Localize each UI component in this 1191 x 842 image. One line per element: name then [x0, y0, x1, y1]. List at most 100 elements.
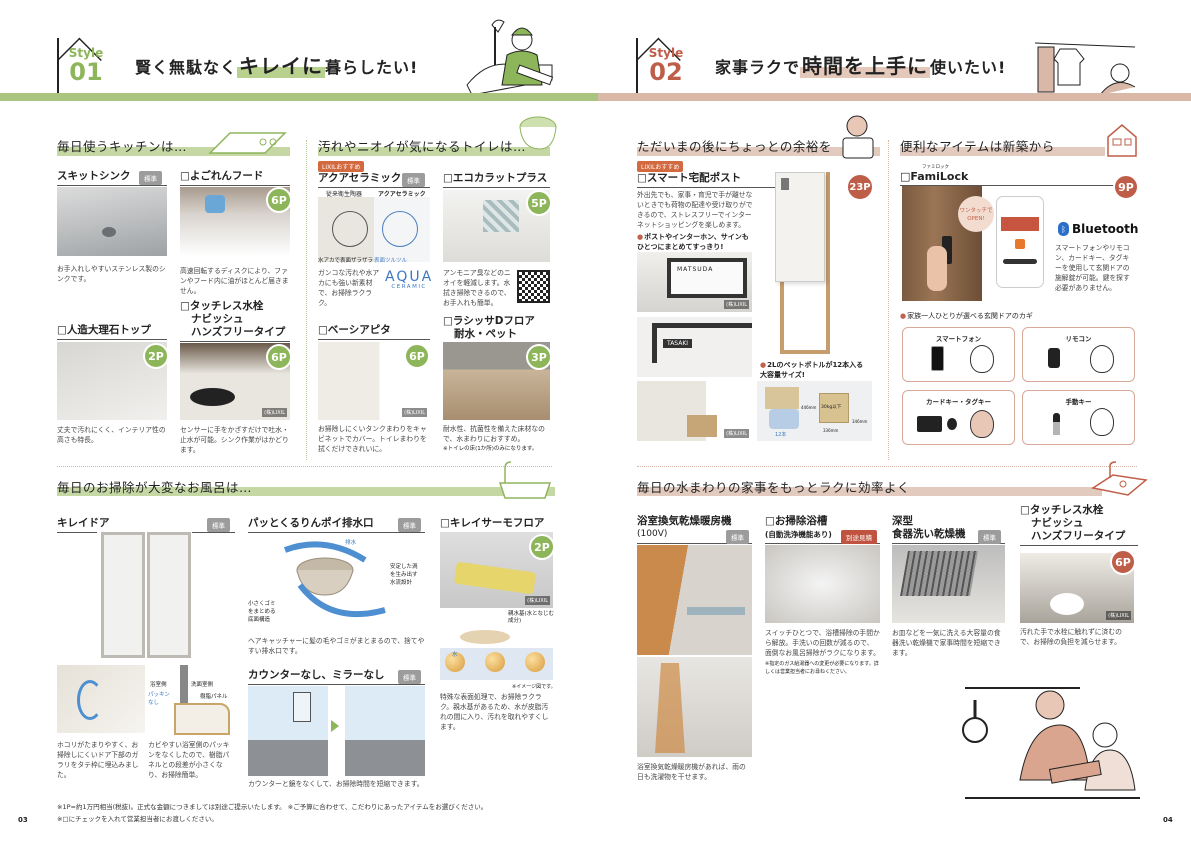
- item-description: 高速回転するディスクにより、ファンやフード内に油がほとんど届きません。: [180, 267, 289, 295]
- item-description: カビやすい浴室側のパッキンをなくしたので、樹脂パネルとの段差が小さくなり、お掃除…: [148, 741, 230, 779]
- price-badge: 2P: [143, 343, 169, 369]
- standard-badge: 標準: [402, 173, 425, 187]
- familock-ruby: ファミロック: [922, 165, 949, 170]
- photo-credit: (株)LIXIL: [724, 300, 749, 309]
- item-title: □よごれんフード: [180, 170, 290, 186]
- item-description: お手入れしやすいステンレス製のシンクです。: [57, 265, 166, 283]
- price-badge: 5P: [526, 190, 552, 216]
- ecocarat-photo: [443, 190, 550, 262]
- style-word: Style: [648, 46, 684, 60]
- hydrophilic-diagram: [440, 627, 553, 680]
- style-word: Style: [68, 46, 104, 60]
- title-sub: 食器洗い乾燥機: [892, 528, 966, 540]
- cleaning-man-illustration: [466, 19, 554, 96]
- feature-bullet: 家族一人ひとりが選べる玄関ドアのカギ: [900, 311, 1033, 321]
- footnote: ※1P=約1万円相当(税抜)。正式な金額につきましては別途ご提示いたします。 ※…: [57, 803, 488, 811]
- woman-avatar: [970, 345, 994, 373]
- item-description: 浴室換気乾燥暖房機があれば、雨の日も洗濯物を干せます。: [637, 763, 746, 781]
- title-highlight: 時間を上手に: [800, 54, 931, 78]
- item-note: ※指定のガス給湯器への変更が必要になります。詳しくは営業担当者にお尋ねください。: [765, 661, 879, 675]
- title-pre: 賢く無駄なく: [135, 58, 238, 77]
- qr-code[interactable]: [517, 270, 550, 303]
- label-vortex: 安定した渦を生み出す水流設計: [390, 564, 418, 586]
- sink-photo: [57, 187, 167, 256]
- post-heading-bar: [637, 147, 880, 156]
- grandmother-avatar: [1090, 408, 1114, 436]
- dishwasher-photo: [892, 545, 1005, 623]
- laundry-woman-illustration: [1034, 42, 1136, 96]
- smartphone-app-image: [996, 196, 1044, 288]
- delivery-person-illustration: [842, 115, 874, 159]
- compare-label-left: 従来衛生陶器: [326, 191, 363, 198]
- kitchen-heading: 毎日使うキッチンは…: [57, 139, 188, 154]
- bathroom-dryer-photo: [637, 545, 752, 655]
- item-title: □エコカラットプラス: [443, 172, 550, 188]
- title-sub: (自動洗浄機能あり): [765, 530, 832, 539]
- style01-band: [0, 93, 598, 101]
- title-sub: (100V): [637, 529, 668, 539]
- row-divider: [637, 466, 1137, 467]
- standard-badge: 標準: [978, 530, 1001, 544]
- bath-heading: 毎日のお掃除が大変なお風呂は…: [57, 480, 253, 495]
- key-option-card: 手動キー: [1022, 390, 1135, 445]
- label-trap: 小さくゴミをまとめる底面構造: [248, 601, 276, 623]
- item-description: 耐水性、抗菌性を備えた床材なので、水まわりにおすすめ。: [443, 425, 545, 443]
- title-line: ナビッシュ: [1031, 517, 1084, 529]
- standard-badge: 標準: [726, 530, 749, 544]
- key-option-label: カードキー・タグキー: [926, 398, 991, 406]
- bath-after-illustration: [345, 686, 425, 776]
- feature-bullet: 2Lのペットボトルが12本入る大容量サイズ!: [760, 360, 870, 380]
- item-title: □ラシッサDフロア 耐水・ペット: [443, 315, 550, 344]
- style-label: Style 01: [66, 46, 106, 84]
- caption-left: 水アカで表面ザラザラ: [318, 258, 374, 264]
- aqua-ceramic-photo: [318, 197, 430, 262]
- title-line: □ラシッサDフロア: [443, 315, 535, 327]
- house-icon: [1107, 124, 1137, 157]
- title-line: 深型: [892, 515, 913, 527]
- item-title: アクアセラミック: [318, 172, 430, 188]
- item-title: □タッチレス水栓 ナビッシュ ハンズフリータイプ: [180, 300, 290, 342]
- familock-heading-bar: [900, 147, 1105, 156]
- item-note: ※トイレの床(1か所)のみになります。: [443, 446, 538, 452]
- door-louver-detail: [57, 665, 145, 733]
- bluetooth-wordmark: Bluetooth: [1072, 222, 1139, 236]
- image-note: ※イメージ図です。: [512, 684, 556, 690]
- item-description: 丈夫で汚れにくく、インテリア性の高さも特長。: [57, 426, 166, 444]
- dimension-width: 336mm: [823, 428, 839, 433]
- photo-credit: (株)LIXIL: [525, 596, 550, 605]
- drain-diagram: [283, 541, 386, 618]
- title-line: □タッチレス水栓: [180, 300, 264, 312]
- label-wash-side: 洗面室側: [191, 680, 214, 688]
- recommend-tag: LIXILおすすめ: [637, 161, 684, 172]
- card-key-icon: [917, 416, 942, 432]
- item-description: ガンコな汚れや水アカにも強い新素材で、お掃除ラクラク。: [318, 269, 380, 307]
- ventilation-photo: [637, 657, 752, 757]
- label-hydrophilic: 親水基(水となじむ成分): [508, 611, 554, 624]
- bath-before-illustration: [248, 686, 328, 776]
- auto-clean-bathtub-photo: [765, 545, 880, 623]
- man-avatar: [1090, 345, 1114, 373]
- cooking-family-illustration: [962, 687, 1140, 799]
- item-title: スキットシンク: [57, 170, 167, 186]
- count-label: 12本: [775, 432, 787, 438]
- row-divider: [57, 466, 552, 467]
- manual-key-icon: [1053, 413, 1060, 435]
- item-title: □キレイサーモフロア: [440, 517, 553, 533]
- familock-heading: 便利なアイテムは新築から: [900, 139, 1055, 154]
- page-number: 04: [1163, 816, 1173, 824]
- kitchen-illustration: [208, 132, 287, 154]
- price-badge: 6P: [1110, 549, 1136, 575]
- standard-badge: 標準: [139, 171, 162, 185]
- label-resin-panel: 樹脂パネル: [200, 692, 228, 700]
- weight-label: 30kg以下: [821, 405, 842, 410]
- photo-credit: (株)LIXIL: [724, 429, 749, 438]
- price-badge: 2P: [529, 534, 555, 560]
- standard-badge: 標準: [398, 670, 421, 684]
- bluetooth-icon: ᛒ: [1058, 222, 1069, 236]
- photo-credit: (株)LIXIL: [262, 408, 287, 417]
- item-description: 汚れた手で水栓に触れずに済むので、お掃除の負担を減らせます。: [1020, 628, 1122, 646]
- dimension-height: 446mm: [801, 405, 817, 410]
- kitchen-heading-bar: [57, 147, 290, 156]
- item-title: □スマート宅配ポスト: [637, 172, 787, 188]
- title-line: 浴室換気乾燥暖房機: [637, 515, 732, 527]
